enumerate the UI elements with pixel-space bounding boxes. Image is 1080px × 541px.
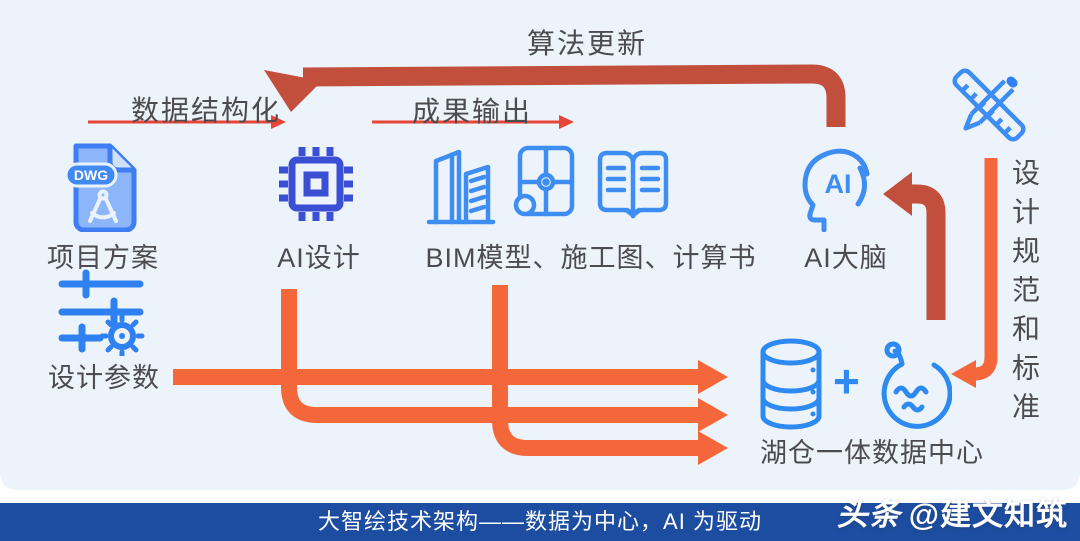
dwg-badge-text: DWG — [74, 167, 108, 183]
flow-arrow-design-params-to-datacenter — [173, 360, 728, 394]
chip-icon — [279, 147, 353, 221]
arrow-datacenter-to-ai-brain — [883, 172, 946, 320]
dwg-file-icon: DWG — [64, 143, 137, 232]
watermark: 头条@建文知筑 — [837, 489, 1068, 534]
data-structuring-arrow — [88, 115, 286, 129]
design-standards-label: 设计规范和标准 — [1009, 158, 1040, 431]
project-plan-label: 项目方案 — [47, 243, 159, 273]
ai-head-text: AI — [825, 169, 852, 199]
footer-caption: 大智绘技术架构——数据为中心，AI 为驱动 — [318, 509, 762, 534]
flow-arrow-outputs-to-datacenter — [492, 285, 728, 465]
watermark-logo: 头条 — [836, 497, 901, 532]
sliders-icon — [58, 269, 145, 356]
ai-head-icon: AI — [802, 148, 870, 232]
blueprint-icon — [513, 145, 575, 217]
result-output-label: 成果输出 — [411, 96, 533, 127]
data-structuring-label: 数据结构化 — [130, 95, 282, 126]
database-icon — [760, 338, 822, 430]
footer-bar — [0, 503, 1080, 541]
flow-arrow-standards-to-datacenter — [951, 158, 998, 388]
outputs-label: BIM模型、施工图、计算书 — [425, 243, 757, 273]
data-center-label: 湖仓一体数据中心 — [760, 438, 984, 468]
book-icon — [597, 150, 669, 219]
compass-glyph — [88, 189, 118, 223]
algorithm-update-label: 算法更新 — [526, 28, 648, 59]
algorithm-update-loop-arrow — [264, 64, 846, 127]
watermark-handle: @建文知筑 — [908, 497, 1068, 532]
gear-icon — [99, 313, 145, 356]
flow-arrow-ai-design-to-datacenter — [281, 289, 728, 432]
plus-sign: + — [833, 355, 860, 407]
design-params-label: 设计参数 — [48, 363, 160, 393]
lake-icon — [881, 341, 952, 429]
result-output-arrow — [372, 115, 574, 129]
building-icon — [426, 149, 496, 225]
ai-design-label: AI设计 — [277, 243, 361, 273]
pencil-ruler-icon — [952, 68, 1026, 142]
ai-brain-label: AI大脑 — [804, 243, 888, 273]
